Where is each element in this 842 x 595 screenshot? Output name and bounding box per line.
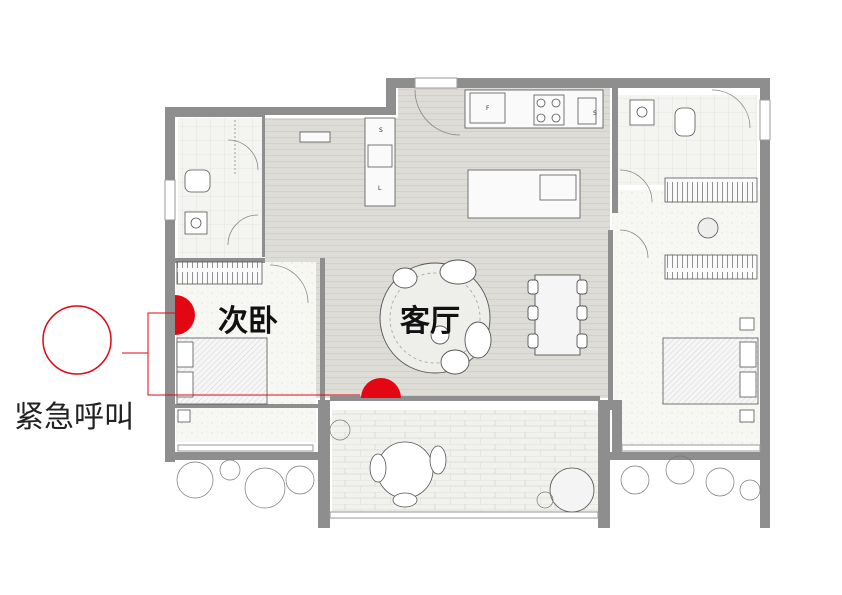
bedroom-right-floor [612, 190, 760, 445]
windows [164, 77, 771, 519]
door-swings [227, 89, 751, 304]
fridge-label: F [486, 105, 490, 112]
emergency-call-markers [42, 295, 401, 398]
wardrobe-right [664, 254, 758, 280]
wardrobe-left [176, 261, 263, 285]
bathroom-fixtures [184, 99, 696, 235]
living-furniture [379, 259, 588, 375]
wardrobe-right-top [664, 177, 758, 203]
bed-left [176, 337, 268, 423]
secondary-bedroom-label: 次卧 [218, 304, 278, 339]
dishwasher-label: S [593, 110, 597, 117]
kitchen [299, 89, 604, 219]
bed-right [662, 317, 759, 423]
laundry-label: L [378, 185, 382, 192]
balcony-furniture [369, 217, 719, 513]
cabinet-label: S [379, 127, 383, 134]
emergency-call-button-living [361, 378, 401, 398]
emergency-call-connector [147, 312, 360, 396]
legend-circle-icon [42, 305, 112, 375]
plants [176, 419, 761, 509]
emergency-call-legend-label: 紧急呼叫 [14, 400, 134, 435]
emergency-call-button-bedroom [175, 295, 195, 335]
living-room-label: 客厅 [400, 304, 460, 339]
